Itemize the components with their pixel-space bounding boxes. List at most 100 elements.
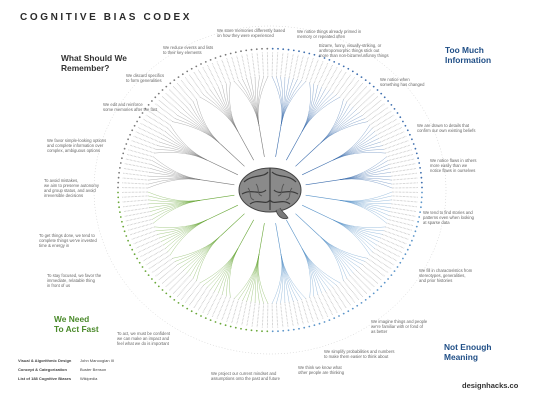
branch-leaf bbox=[234, 254, 260, 299]
bias-node bbox=[318, 322, 321, 325]
bias-node bbox=[328, 59, 331, 61]
bias-node bbox=[404, 124, 407, 127]
bias-label-mark bbox=[241, 54, 248, 79]
bias-label-mark bbox=[123, 168, 150, 173]
bias-label-mark bbox=[145, 251, 168, 266]
bias-node bbox=[157, 92, 160, 95]
bias-label-mark bbox=[126, 153, 153, 162]
bias-node bbox=[125, 143, 128, 145]
bias-label-mark bbox=[386, 222, 412, 231]
bias-node bbox=[141, 266, 144, 268]
bias-label-mark bbox=[266, 52, 269, 77]
branch-leaf bbox=[319, 235, 351, 276]
bias-label-mark bbox=[246, 302, 252, 326]
bias-node bbox=[277, 330, 279, 333]
branch-leaf bbox=[339, 200, 389, 216]
bias-node bbox=[412, 235, 415, 237]
bias-label-mark bbox=[364, 261, 386, 277]
branch-leaf bbox=[271, 254, 283, 304]
bias-node bbox=[122, 152, 125, 155]
brain-icon bbox=[238, 167, 302, 220]
bias-node bbox=[404, 253, 407, 256]
branch-leaf bbox=[199, 247, 239, 284]
branch-leaf bbox=[339, 200, 387, 224]
bias-node bbox=[328, 319, 331, 321]
bias-node bbox=[190, 310, 193, 313]
branch-leaf bbox=[229, 82, 239, 133]
bias-node bbox=[414, 147, 417, 150]
bias-label-mark bbox=[154, 261, 176, 277]
bias-label-mark bbox=[226, 58, 235, 82]
branch-leaf bbox=[151, 164, 201, 180]
bias-node bbox=[420, 196, 423, 199]
bias-node bbox=[368, 295, 371, 298]
bias-label-mark bbox=[332, 71, 347, 93]
bias-node bbox=[181, 73, 184, 76]
bias-node bbox=[372, 85, 375, 88]
branch-leaf bbox=[196, 235, 221, 281]
bias-node bbox=[308, 52, 311, 55]
branch-leaf bbox=[222, 247, 239, 295]
bias-node bbox=[165, 292, 168, 295]
bias-node bbox=[415, 152, 418, 155]
bias-node bbox=[420, 176, 423, 179]
bias-node bbox=[287, 329, 290, 332]
bias-node bbox=[125, 235, 128, 237]
bias-label-mark bbox=[369, 254, 392, 270]
bias-label-mark bbox=[317, 63, 329, 86]
bias-label-mark bbox=[124, 211, 151, 217]
bias-label-mark bbox=[369, 110, 392, 126]
bias-node bbox=[131, 248, 134, 251]
bias-node bbox=[390, 104, 393, 106]
branch-leaf bbox=[238, 80, 260, 126]
bias-node bbox=[418, 162, 421, 164]
bias-label-mark bbox=[292, 301, 299, 326]
bias-node bbox=[245, 49, 248, 52]
bias-label-mark bbox=[317, 294, 329, 317]
branch-leaf bbox=[280, 254, 298, 301]
bias-label-mark bbox=[202, 290, 215, 313]
bias-label-mark bbox=[135, 131, 160, 143]
bias-label-mark bbox=[131, 230, 157, 240]
branch-leaf bbox=[257, 76, 269, 126]
bias-label-mark bbox=[388, 158, 415, 165]
bias-label-mark bbox=[128, 222, 154, 231]
branch-trunk bbox=[295, 213, 320, 237]
bias-label-mark bbox=[271, 52, 274, 77]
bias-node bbox=[421, 191, 423, 194]
branch-leaf bbox=[276, 76, 283, 126]
bias-label-mark bbox=[151, 106, 173, 123]
quadrant-line: What Should We bbox=[61, 53, 127, 63]
branch-leaf bbox=[257, 254, 264, 304]
bias-node bbox=[323, 57, 326, 59]
bias-node bbox=[421, 186, 423, 189]
bias-label-mark bbox=[122, 195, 149, 198]
bias-label-mark bbox=[325, 290, 338, 313]
bias-label-mark bbox=[284, 302, 289, 327]
bias-label-mark bbox=[361, 99, 382, 116]
bias-node bbox=[261, 47, 263, 50]
bias-label-mark bbox=[364, 103, 386, 119]
bias-label-mark bbox=[275, 303, 279, 328]
bias-label-mark bbox=[154, 103, 176, 119]
bias-label-mark bbox=[137, 127, 162, 139]
bias-node bbox=[393, 270, 396, 272]
bias-node bbox=[419, 167, 421, 169]
bias-label-mark bbox=[158, 99, 179, 116]
bias-label-mark bbox=[271, 303, 274, 328]
bias-node bbox=[144, 108, 147, 110]
bias-node bbox=[250, 48, 253, 51]
bias-node bbox=[177, 76, 180, 78]
branch-leaf bbox=[242, 79, 260, 126]
bias-label-mark bbox=[123, 207, 150, 212]
bias-label-mark bbox=[133, 135, 158, 147]
branch-leaf bbox=[271, 76, 283, 126]
bias-node bbox=[151, 100, 153, 102]
